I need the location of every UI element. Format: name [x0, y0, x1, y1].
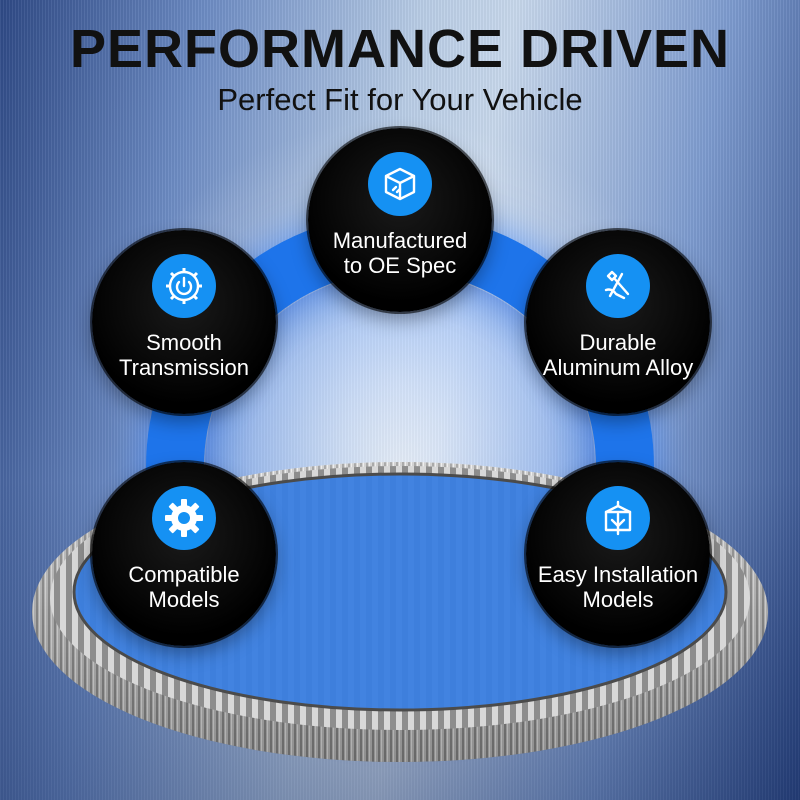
install-box-icon	[586, 486, 650, 550]
feature-label-line2: Transmission	[119, 355, 249, 380]
page-title: PERFORMANCE DRIVEN	[69, 19, 731, 79]
feature-label-line1: Manufactured	[332, 228, 468, 253]
feature-smooth-transmission: Smooth Transmission	[92, 230, 276, 414]
feature-label-line2: Aluminum Alloy	[542, 355, 694, 380]
feature-label-line1: Durable	[579, 330, 657, 355]
feature-durable-alloy: Durable Aluminum Alloy	[526, 230, 710, 414]
wrench-hand-icon	[586, 254, 650, 318]
cube-icon	[368, 152, 432, 216]
gear-icon	[152, 486, 216, 550]
feature-label-line2: Models	[148, 587, 220, 612]
feature-compatible-models: Compatible Models	[92, 462, 276, 646]
feature-label-line1: Easy Installation	[537, 562, 699, 587]
feature-label-line1: Smooth	[146, 330, 222, 355]
feature-label-line2: Models	[582, 587, 654, 612]
feature-easy-installation: Easy Installation Models	[526, 462, 710, 646]
feature-label-line2: to OE Spec	[343, 253, 457, 278]
power-gear-icon	[152, 254, 216, 318]
feature-label-line1: Compatible	[128, 562, 240, 587]
feature-manufactured: Manufactured to OE Spec	[308, 128, 492, 312]
page-subtitle: Perfect Fit for Your Vehicle	[217, 82, 583, 117]
